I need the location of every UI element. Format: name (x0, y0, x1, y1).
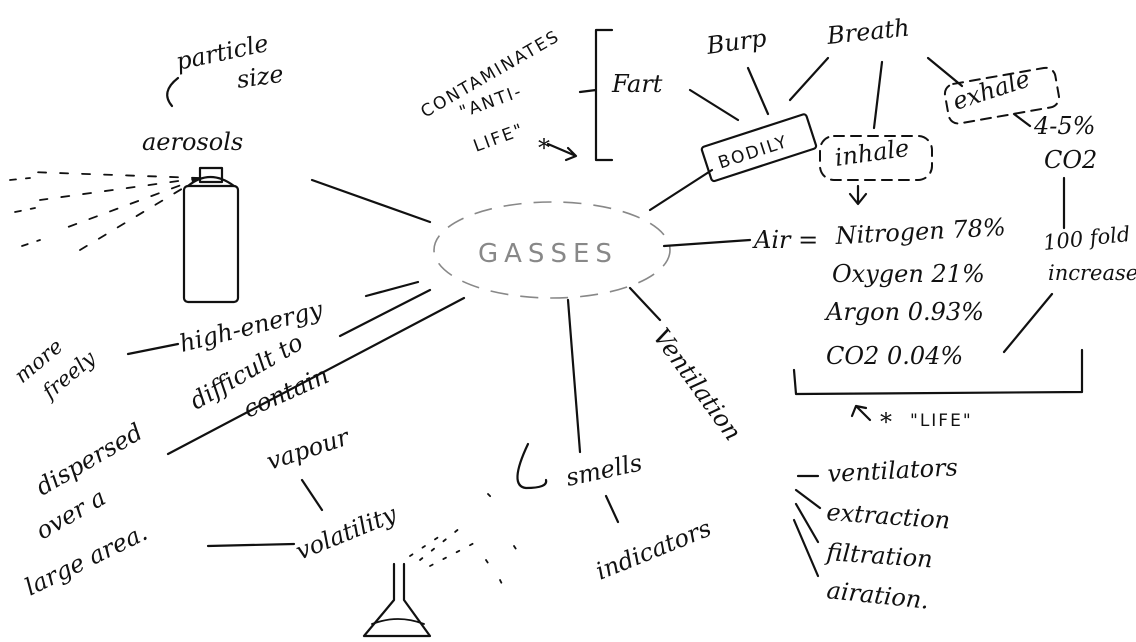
connector-center-highenergy (364, 280, 420, 298)
label-nitrogen: Nitrogen 78% (834, 213, 1006, 250)
nose-icon (516, 442, 548, 490)
label-ventilation: Ventilation (647, 323, 747, 446)
connector-highenergy-freely (126, 342, 180, 356)
ventilation-branch: Ventilation ventilators extraction filtr… (628, 286, 959, 615)
label-life-anti: LIFE" (471, 120, 527, 157)
label-ventilators: ventilators (827, 453, 959, 488)
label-life: "LIFE" (910, 411, 973, 431)
label-star-anti: * (538, 134, 550, 162)
label-extraction: extraction (826, 498, 951, 535)
label-100-fold: 100 fold (1042, 222, 1131, 255)
label-pct-4-5: 4-5% (1033, 112, 1095, 140)
label-co2-air: CO2 0.04% (826, 342, 963, 370)
arrow-inhale-air (848, 184, 868, 206)
label-exhale: exhale (949, 65, 1033, 116)
label-burp: Burp (704, 24, 768, 60)
label-vapour: vapour (263, 422, 354, 475)
inhale-box (819, 135, 933, 181)
connector-center-smells (566, 298, 582, 454)
bracket-contaminates (578, 28, 614, 162)
label-volatility: volatility (292, 500, 401, 566)
connector-breath-exhale (926, 56, 964, 88)
connector-breath-bodily (788, 56, 830, 102)
exhale-box (943, 66, 1061, 125)
label-indicators: indicators (592, 514, 715, 586)
connector-volatility-largearea (206, 542, 296, 548)
connector-bodily-center (648, 168, 714, 212)
connector-particle-size (166, 76, 180, 108)
label-life-star: * (880, 408, 892, 436)
label-inhale: inhale (833, 134, 911, 172)
label-filtration: filtration (824, 538, 934, 573)
connector-fart-bodily (688, 88, 740, 122)
connector-center-difficult (338, 288, 432, 338)
label-smells: smells (563, 448, 644, 491)
connector-center-air (662, 238, 752, 248)
connector-increase-co2 (1002, 292, 1054, 354)
label-co2-top: CO2 (1044, 146, 1097, 174)
properties-branch: high-energy more freely difficult to con… (10, 280, 481, 638)
bodily-box: BODILY (700, 113, 818, 183)
air-branch: Air = Nitrogen 78% Oxygen 21% Argon 0.93… (662, 213, 1084, 436)
connector-vent-filtration (794, 502, 820, 544)
connector-center-ventilation (628, 286, 662, 322)
connector-burp-bodily (746, 66, 770, 116)
spray-can-icon (9, 166, 240, 304)
label-increase: increase (1048, 261, 1136, 285)
connector-aerosols (310, 178, 432, 224)
connector-center-dispersed (166, 296, 466, 456)
label-argon: Argon 0.93% (824, 298, 984, 326)
arrow-anti-life (546, 142, 578, 162)
arrow-life (850, 404, 872, 422)
connector-smells-indicators (604, 494, 620, 524)
connector-vent-airation (792, 518, 820, 578)
label-breath: Breath (825, 13, 911, 50)
center-ellipse (433, 201, 671, 299)
sniff-marks (485, 493, 519, 585)
connector-vent-extraction (794, 488, 822, 510)
center-node: GASSES (433, 201, 671, 299)
connector-exhale-pct (1012, 112, 1032, 128)
bracket-life (792, 348, 1084, 396)
label-air: Air = (752, 226, 818, 254)
connector-breath-inhale (872, 60, 884, 130)
label-aerosols: aerosols (142, 128, 243, 156)
connector-vapour-volatility (300, 478, 324, 512)
label-airation: airation. (825, 576, 930, 615)
label-oxygen: Oxygen 21% (832, 260, 985, 288)
flask-icon (362, 527, 481, 638)
label-fart: Fart (611, 70, 663, 98)
label-size: size (235, 60, 285, 94)
aerosols-branch: particle size aerosols (9, 29, 432, 304)
center-label: GASSES (478, 239, 618, 269)
